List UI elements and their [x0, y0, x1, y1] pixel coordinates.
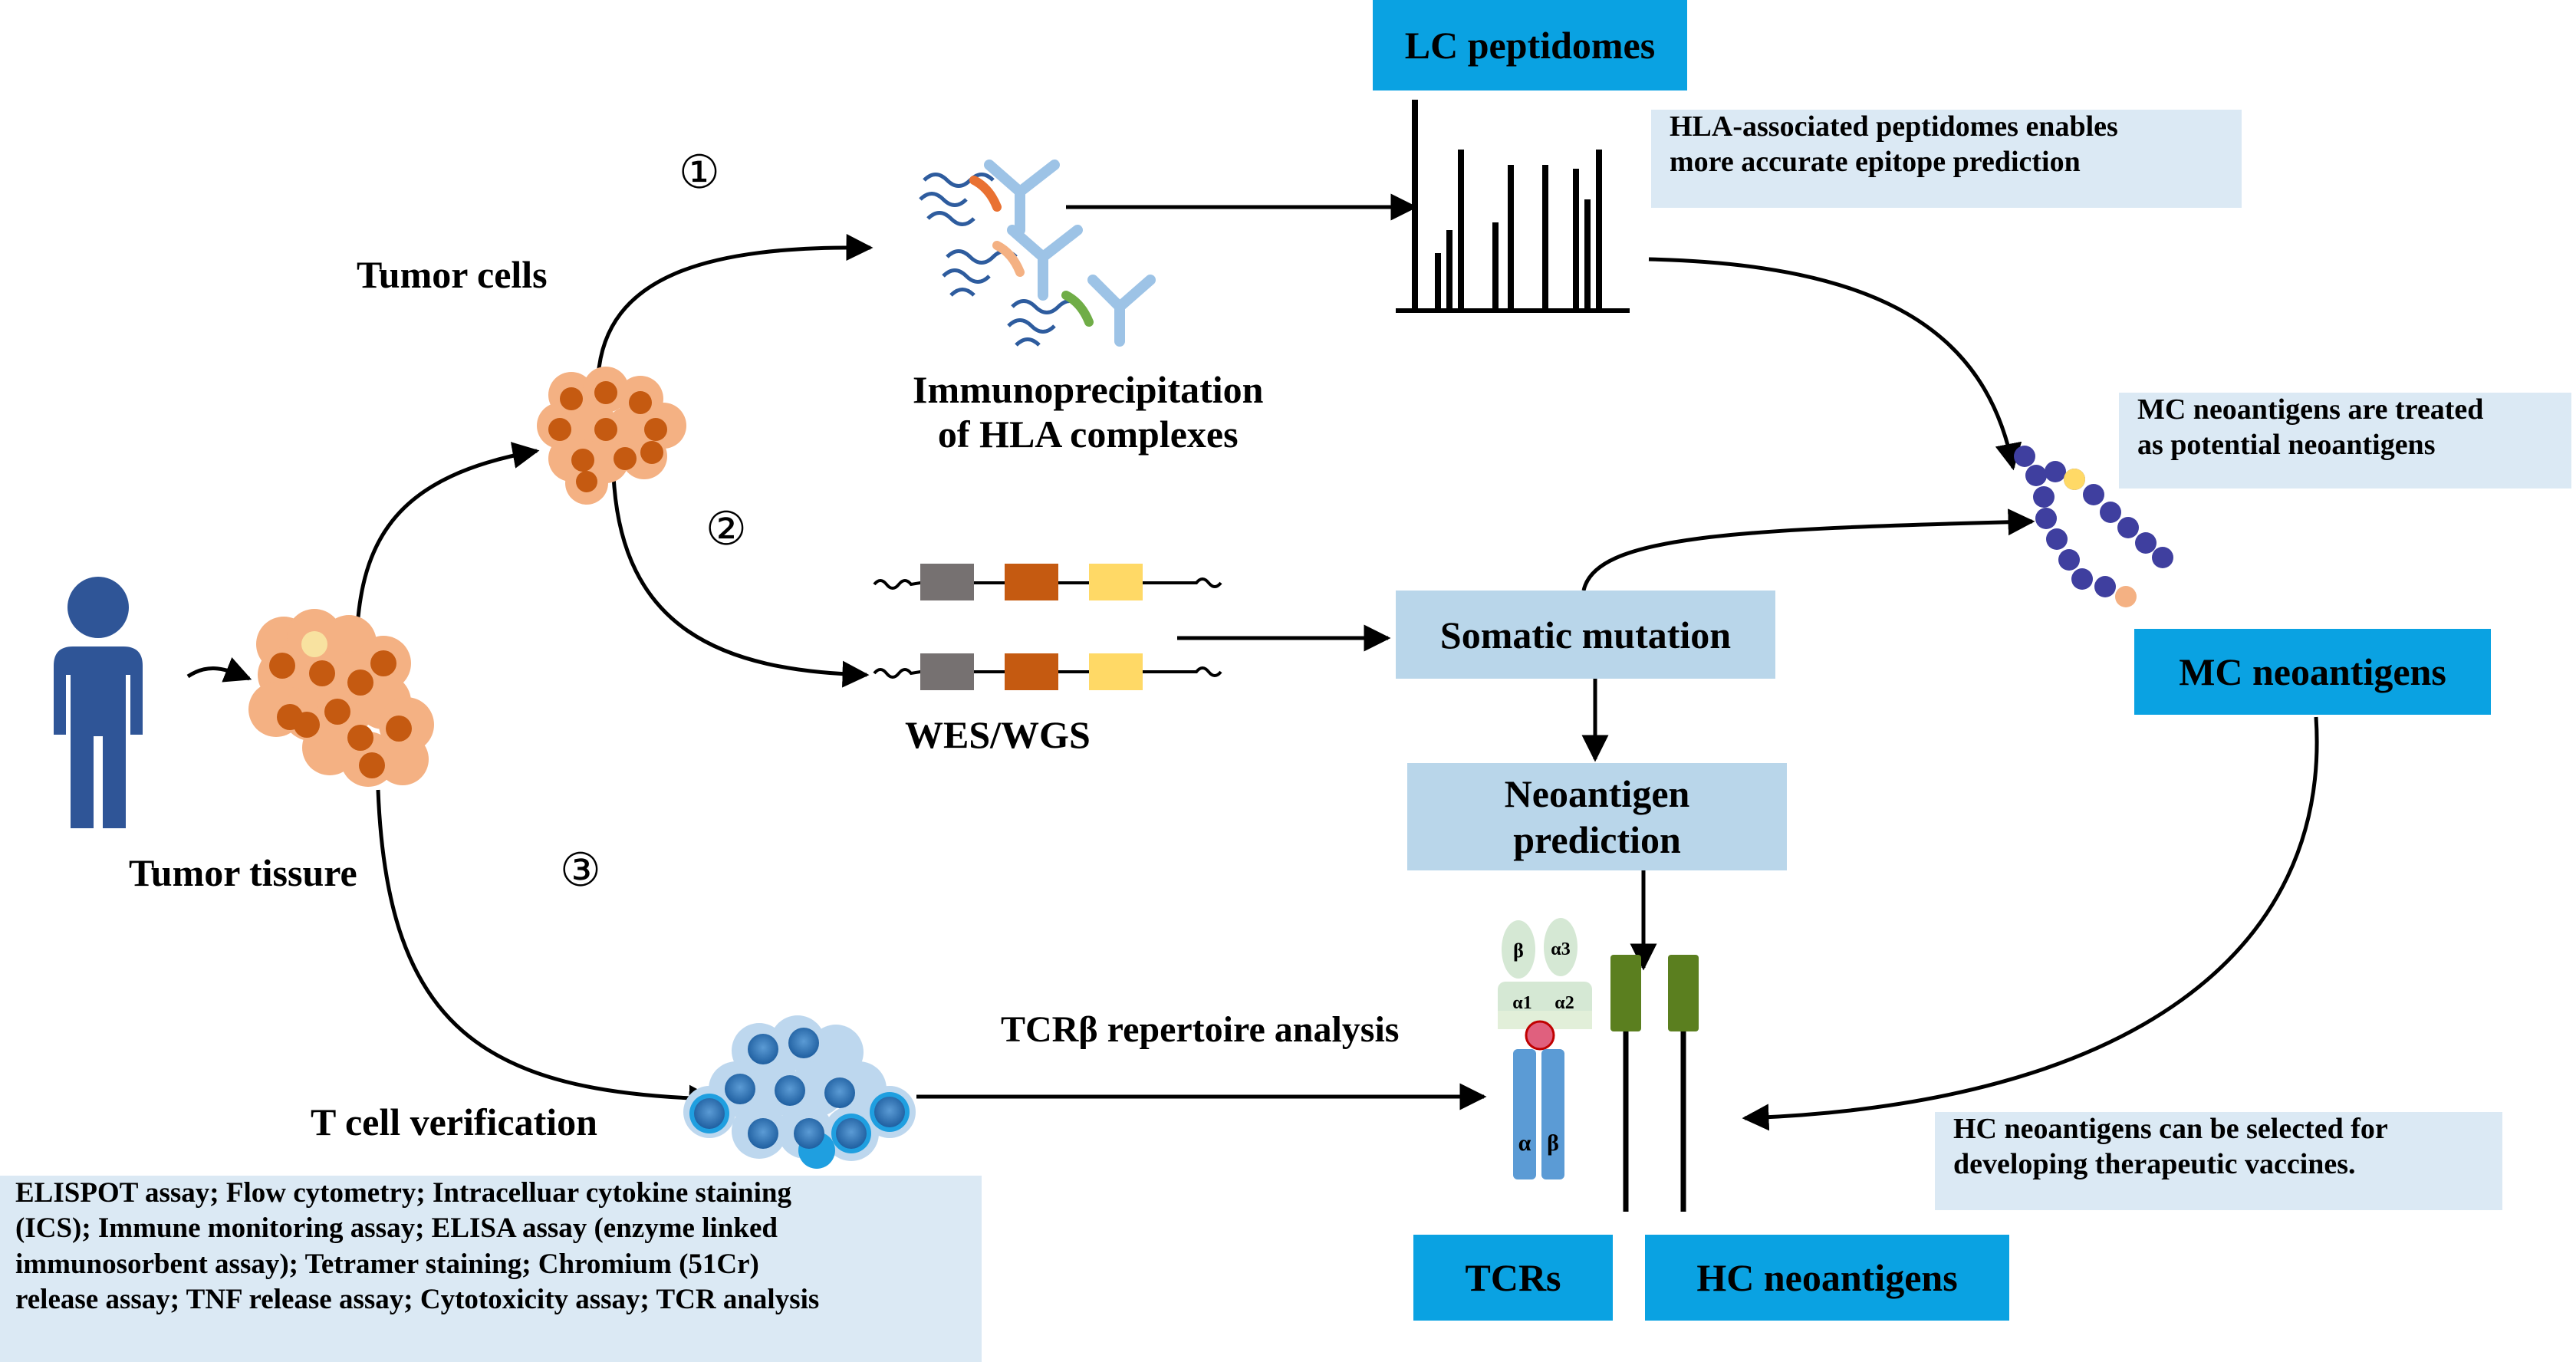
- tumor-cells-icon: [537, 367, 686, 505]
- mc-note-line-1: MC neoantigens are treated: [2137, 393, 2484, 426]
- t-cell-cluster-icon: [683, 1015, 916, 1169]
- arrow-somatic-to-mc: [1581, 508, 2035, 591]
- hla-note-line-2: more accurate epitope prediction: [1670, 145, 2081, 178]
- tumor-cells-label: Tumor cells: [357, 253, 548, 296]
- tcr-beta-label: β: [1547, 1130, 1559, 1156]
- mc-note-line-2: as potential neoantigens: [2137, 428, 2436, 461]
- hc-neoantigens-note: HC neoantigens can be selected for devel…: [1935, 1112, 2502, 1210]
- person-icon: [54, 577, 143, 828]
- arrow-spectrum-to-mc: [1648, 257, 2022, 471]
- arrow-cells-to-wes: [611, 475, 870, 688]
- tumor-tissue-label: Tumor tissure: [129, 851, 357, 894]
- hc-neoantigens-box: HC neoantigens: [1645, 1235, 2009, 1321]
- peptide-spectrum-icon: [1396, 100, 1630, 313]
- t-cell-verification-label: T cell verification: [311, 1100, 597, 1143]
- hla-note-line-1: HLA-associated peptidomes enables: [1670, 110, 2118, 143]
- tumor-tissue-icon: [248, 609, 434, 787]
- arrow-cells-to-immunoprecipitation: [596, 234, 873, 377]
- assay-note-line-1: ELISPOT assay; Flow cytometry; Intracell…: [15, 1177, 791, 1209]
- arrow-tissue-to-tcell: [376, 789, 716, 1112]
- step-2-marker: ②: [706, 502, 747, 556]
- hc-receptor-icon: [1610, 955, 1699, 1212]
- step-1-marker: ①: [679, 146, 720, 199]
- mhc-alpha1-label: α1: [1512, 993, 1531, 1013]
- peptide-chain-icon: [2014, 446, 2173, 607]
- tcr-repertoire-label: TCRβ repertoire analysis: [1001, 1009, 1400, 1050]
- tcr-mhc-icon: β α3 α1 α2 α β: [1498, 918, 1592, 1179]
- immunoprecipitation-line-1: Immunoprecipitation: [913, 368, 1264, 411]
- mhc-beta-label: β: [1513, 939, 1524, 962]
- immunoprecipitation-line-2: of HLA complexes: [937, 412, 1239, 456]
- neoantigen-prediction-line-1: Neoantigen: [1504, 772, 1690, 815]
- assay-note-line-3: immunosorbent assay); Tetramer staining;…: [15, 1248, 759, 1280]
- hc-note-line-2: developing therapeutic vaccines.: [1953, 1147, 2356, 1180]
- step-3-marker: ③: [560, 844, 601, 897]
- assay-note-line-2: (ICS); Immune monitoring assay; ELISA as…: [15, 1212, 778, 1245]
- arrow-mc-to-hc: [1742, 716, 2319, 1131]
- hla-complex-icon: [919, 160, 1156, 347]
- somatic-mutation-box: Somatic mutation: [1396, 591, 1775, 679]
- arrow-person-to-tissue: [186, 657, 252, 683]
- mc-neoantigens-note: MC neoantigens are treated as potential …: [2119, 393, 2571, 489]
- tcr-alpha-label: α: [1518, 1130, 1531, 1156]
- hla-peptidomes-note: HLA-associated peptidomes enables more a…: [1651, 110, 2242, 208]
- lc-peptidomes-box: LC peptidomes: [1373, 0, 1687, 90]
- hc-note-line-1: HC neoantigens can be selected for: [1953, 1113, 2388, 1145]
- neoantigen-prediction-box: Neoantigen prediction: [1407, 763, 1787, 870]
- wes-wgs-label: WES/WGS: [905, 713, 1091, 756]
- neoantigen-prediction-line-2: prediction: [1513, 818, 1681, 861]
- mhc-alpha2-label: α2: [1554, 993, 1574, 1013]
- mc-neoantigens-box: MC neoantigens: [2134, 629, 2491, 715]
- immunoprecipitation-label: Immunoprecipitation of HLA complexes: [913, 368, 1263, 456]
- assay-note-line-4: release assay; TNF release assay; Cytoto…: [15, 1283, 820, 1315]
- connector-arrows: [186, 193, 2319, 1131]
- t-cell-assays-note: ELISPOT assay; Flow cytometry; Intracell…: [0, 1176, 982, 1362]
- dna-segment-icon: [873, 564, 1222, 690]
- arrow-tissue-to-cells: [354, 442, 540, 641]
- mhc-alpha3-label: α3: [1551, 939, 1570, 959]
- tcrs-box: TCRs: [1413, 1235, 1613, 1321]
